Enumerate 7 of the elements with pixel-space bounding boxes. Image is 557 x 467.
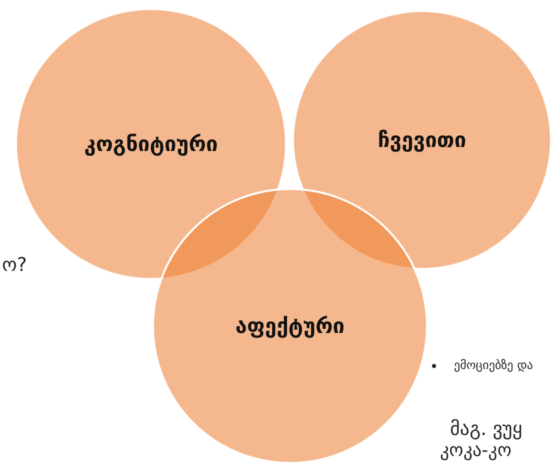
example-text: კოკა-კო [440, 440, 512, 461]
example-text: მაგ. ვუყ [450, 418, 522, 440]
bullet-text: ემოციებზე და [454, 358, 533, 372]
circle-label: ჩვევითი [378, 128, 466, 152]
circle-label: აფექტური [235, 314, 345, 338]
circle-label: კოგნიტიური [84, 132, 218, 156]
question-text: ო? [2, 254, 28, 276]
